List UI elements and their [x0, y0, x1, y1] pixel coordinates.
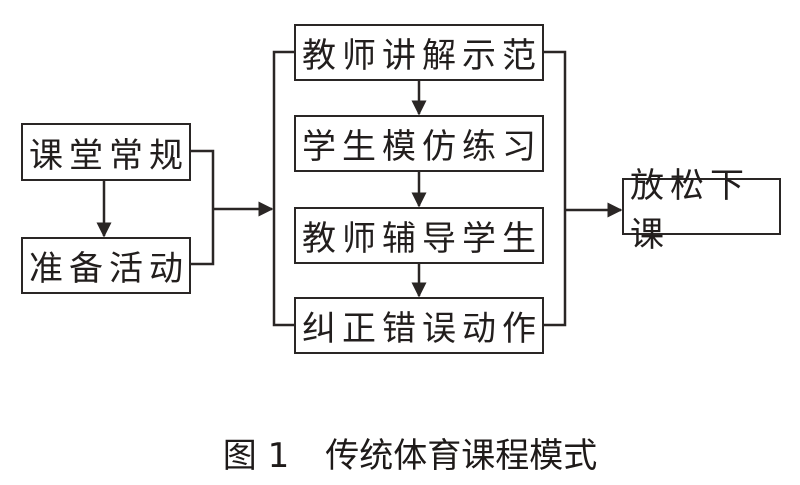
- left-merge-bracket: [190, 149, 215, 266]
- node-label: 放松下课: [630, 165, 750, 255]
- node-demo: 教师讲解示范: [294, 24, 544, 81]
- node-dismiss: 放松下课: [622, 166, 781, 255]
- figure-number: 图 1: [222, 436, 290, 476]
- node-prep: 准备活动: [21, 237, 191, 294]
- node-label: 学生模仿练习: [302, 127, 542, 167]
- node-guide: 教师辅导学生: [294, 207, 544, 264]
- node-label: 纠正错误动作: [302, 309, 542, 349]
- middle-left-bracket: [272, 50, 294, 327]
- middle-right-bracket: [543, 50, 567, 327]
- node-label: 准备活动: [29, 249, 189, 289]
- node-routine: 课堂常规: [21, 123, 191, 181]
- figure-title: 传统体育课程模式: [325, 436, 598, 476]
- figure-caption: 图 1 传统体育课程模式: [0, 428, 800, 477]
- node-label: 课堂常规: [29, 135, 189, 176]
- node-label: 教师讲解示范: [302, 36, 542, 76]
- node-label: 教师辅导学生: [302, 219, 542, 259]
- node-correct: 纠正错误动作: [294, 297, 544, 354]
- node-imitate: 学生模仿练习: [294, 115, 544, 172]
